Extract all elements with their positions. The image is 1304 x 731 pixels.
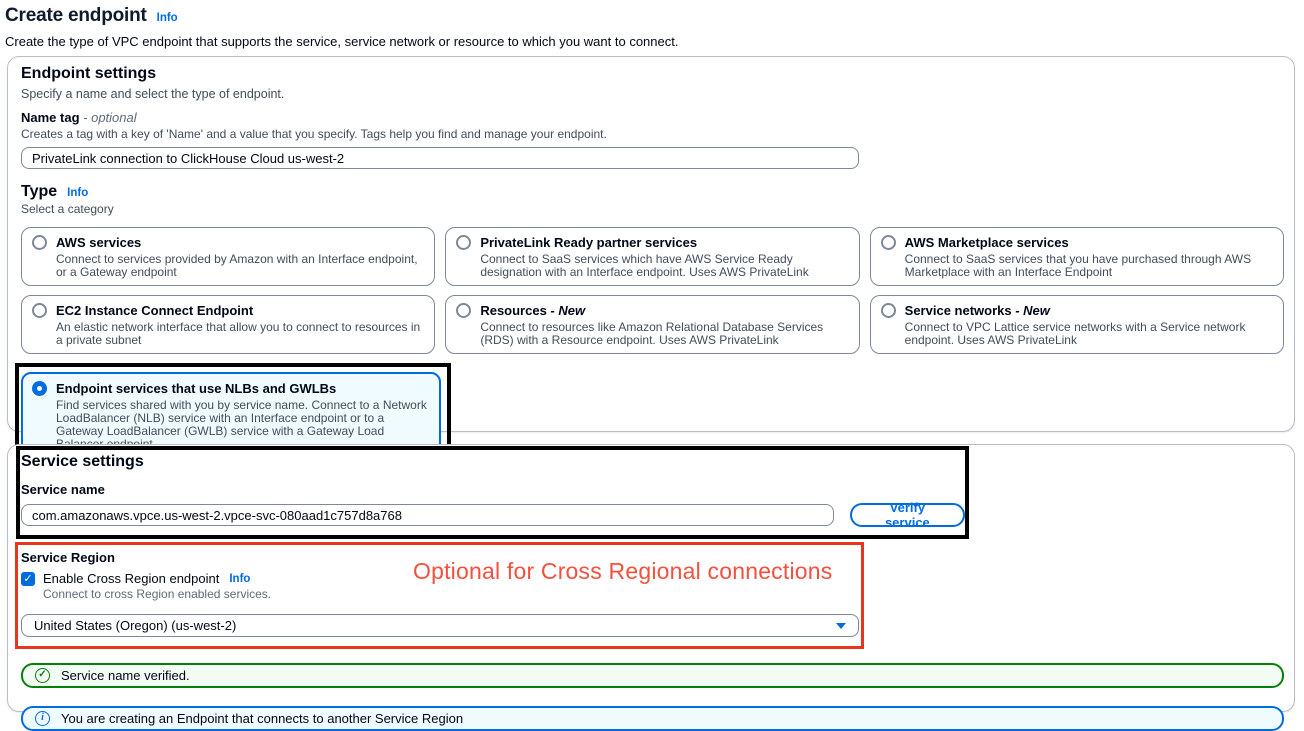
page-title: Create endpoint [5, 5, 147, 26]
type-info-link[interactable]: Info [67, 187, 89, 199]
cross-region-checkbox[interactable]: ✓ [21, 571, 35, 586]
radio-unselected-icon[interactable] [32, 303, 47, 318]
annotation-highlight-service-settings: Service settings Service name Verify ser… [16, 446, 969, 539]
cross-region-helper: Connect to cross Region enabled services… [43, 587, 272, 601]
radio-selected-icon[interactable] [32, 381, 47, 396]
tile-description: Connect to services provided by Amazon w… [56, 252, 418, 279]
tile-service-networks[interactable]: Service networksNew Connect to VPC Latti… [869, 295, 1284, 354]
tile-aws-marketplace-services[interactable]: AWS Marketplace services Connect to SaaS… [869, 227, 1284, 286]
endpoint-settings-card: Endpoint settings Specify a name and sel… [7, 56, 1295, 467]
page-info-link[interactable]: Info [156, 12, 178, 24]
cross-region-checkbox-label: Enable Cross Region endpoint [43, 571, 220, 586]
service-region-label: Service Region [21, 550, 115, 565]
region-select[interactable]: United States (Oregon) (us-west-2) [21, 614, 859, 637]
tile-description: An elastic network interface that allow … [56, 320, 421, 347]
service-verified-alert-text: Service name verified. [61, 668, 190, 683]
page-header: Create endpoint Info Create the type of V… [0, 0, 1304, 49]
annotation-highlight-service-region: Service Region ✓ Enable Cross Region end… [15, 542, 864, 649]
radio-unselected-icon[interactable] [456, 303, 472, 318]
info-circle-icon: i [35, 711, 50, 726]
name-tag-input[interactable] [21, 147, 859, 169]
chevron-down-icon [836, 622, 846, 629]
radio-unselected-icon[interactable] [32, 235, 47, 250]
region-select-value: United States (Oregon) (us-west-2) [34, 618, 237, 633]
cross-region-info-alert-text: You are creating an Endpoint that connec… [61, 711, 464, 726]
tile-description: Connect to SaaS services which have AWS … [480, 252, 809, 279]
service-settings-card: Service settings Service name Verify ser… [7, 444, 1295, 731]
tile-ec2-instance-connect-endpoint[interactable]: EC2 Instance Connect Endpoint An elastic… [21, 295, 436, 354]
service-name-label: Service name [21, 482, 105, 497]
service-name-input[interactable] [21, 504, 834, 526]
radio-unselected-icon[interactable] [880, 235, 896, 250]
tile-aws-services[interactable]: AWS services Connect to services provide… [21, 227, 436, 286]
type-subheading: Select a category [21, 202, 114, 216]
service-settings-heading: Service settings [21, 453, 144, 470]
tile-description: Connect to VPC Lattice service networks … [904, 320, 1246, 347]
tile-description: Connect to resources like Amazon Relatio… [480, 320, 824, 347]
tile-resources[interactable]: ResourcesNew Connect to resources like A… [445, 295, 860, 354]
name-tag-helper: Creates a tag with a key of 'Name' and a… [21, 127, 607, 141]
success-check-icon: ✓ [35, 668, 50, 683]
cross-region-info-link[interactable]: Info [229, 572, 251, 585]
page-description: Create the type of VPC endpoint that sup… [5, 34, 679, 49]
radio-unselected-icon[interactable] [880, 303, 896, 318]
annotation-cross-region-note: Optional for Cross Regional connections [413, 558, 833, 584]
endpoint-settings-heading: Endpoint settings [21, 65, 157, 82]
name-tag-optional-suffix: - optional [83, 110, 137, 125]
cross-region-info-alert: i You are creating an Endpoint that conn… [21, 706, 1284, 731]
service-verified-alert: ✓ Service name verified. [21, 663, 1284, 688]
tile-description: Connect to SaaS services that you have p… [904, 252, 1252, 279]
endpoint-settings-subheading: Specify a name and select the type of en… [21, 87, 285, 101]
verify-service-button[interactable]: Verify service [849, 500, 965, 530]
tile-description: Find services shared with you by service… [56, 398, 427, 451]
radio-unselected-icon[interactable] [456, 235, 472, 250]
name-tag-label: Name tag - optional [21, 110, 137, 125]
tile-privatelink-partner-services[interactable]: PrivateLink Ready partner services Conne… [445, 227, 860, 286]
type-tiles-grid: AWS services Connect to services provide… [21, 227, 1284, 354]
